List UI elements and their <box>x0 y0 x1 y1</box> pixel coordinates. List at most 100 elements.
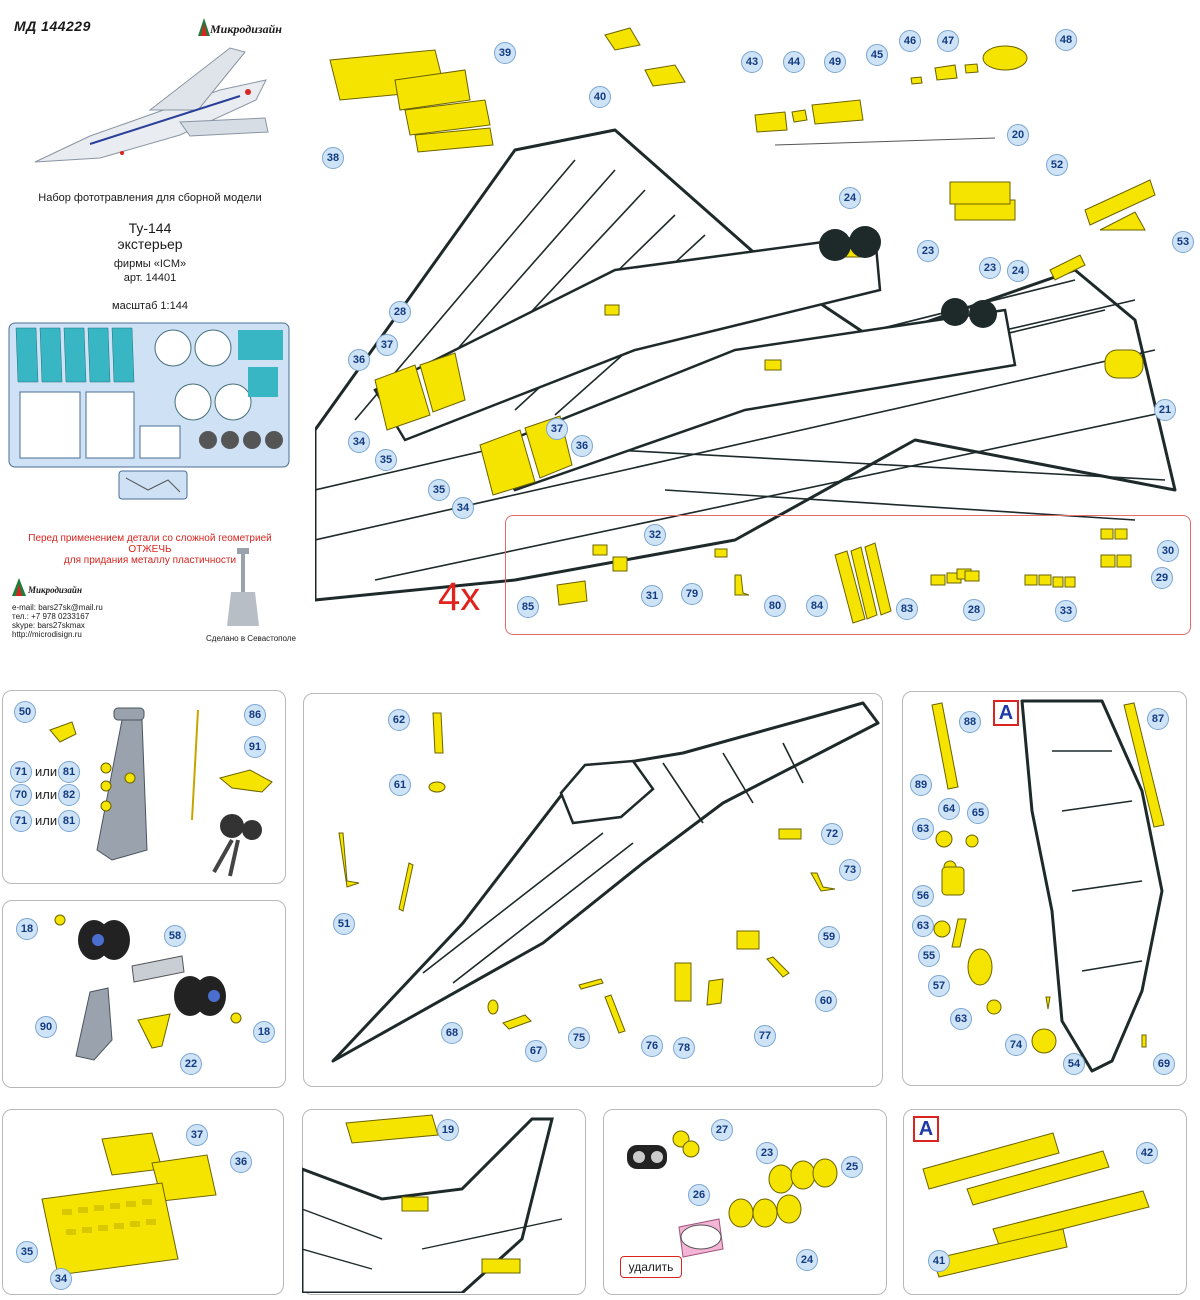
callout-55: 55 <box>918 945 940 967</box>
callout-83: 83 <box>896 598 918 620</box>
callout-24: 24 <box>839 187 861 209</box>
callout-67: 67 <box>525 1040 547 1062</box>
callout-53: 53 <box>1172 231 1194 253</box>
brand-logo-icon <box>198 18 210 36</box>
callout-23: 23 <box>917 240 939 262</box>
callout-24b: 24 <box>1007 260 1029 282</box>
model-name: Ту-144 <box>128 220 172 236</box>
callout-88: 88 <box>959 711 981 733</box>
callout-81b: 81 <box>58 810 80 832</box>
callout-30: 30 <box>1157 540 1179 562</box>
quantity-multiplier: 4x <box>438 575 481 619</box>
callout-59: 59 <box>818 926 840 948</box>
callout-36b: 36 <box>571 435 593 457</box>
kit-subtitle: Набор фототравления для сборной модели <box>38 192 262 204</box>
callout-33: 33 <box>1055 600 1077 622</box>
callout-40: 40 <box>589 86 611 108</box>
hatches-drawing <box>41 1132 217 1276</box>
callout-26: 26 <box>688 1184 710 1206</box>
callout-73: 73 <box>839 859 861 881</box>
panel-a-badge: A <box>913 1116 939 1142</box>
callout-35c: 35 <box>16 1241 38 1263</box>
small-fret-illustration <box>118 470 188 500</box>
contact-site: http://microdisign.ru <box>12 630 82 639</box>
kit-maker: фирмы «ICM» <box>113 258 187 270</box>
footer-brand: Микродизайн <box>28 585 82 595</box>
warning-line-2: ОТЖЕЧЬ <box>128 544 172 555</box>
callout-51: 51 <box>333 913 355 935</box>
callout-77: 77 <box>754 1025 776 1047</box>
callout-18: 18 <box>16 918 38 940</box>
panel-wheels <box>2 900 286 1088</box>
side-drawing <box>931 699 1165 1073</box>
callout-34b: 34 <box>452 497 474 519</box>
callout-58: 58 <box>164 925 186 947</box>
callout-41: 41 <box>928 1250 950 1272</box>
callout-84: 84 <box>806 595 828 617</box>
warning-line-1: Перед применением детали со сложной геом… <box>28 533 272 544</box>
callout-71b: 71 <box>10 810 32 832</box>
callout-74: 74 <box>1005 1034 1027 1056</box>
callout-44: 44 <box>783 51 805 73</box>
callout-28b: 28 <box>963 599 985 621</box>
small-parts-4x-drawing <box>556 528 1132 624</box>
reference-a-badge: A <box>993 700 1019 726</box>
callout-24c: 24 <box>796 1249 818 1271</box>
callout-60: 60 <box>815 990 837 1012</box>
or-label-3: или <box>35 813 58 828</box>
quantity-box <box>505 515 1191 635</box>
callout-36c: 36 <box>230 1151 252 1173</box>
callout-23c: 23 <box>756 1142 778 1164</box>
callout-57: 57 <box>928 975 950 997</box>
callout-37b: 37 <box>546 418 568 440</box>
callout-37: 37 <box>376 334 398 356</box>
panel-a-drawing <box>922 1132 1150 1278</box>
callout-35b: 35 <box>428 479 450 501</box>
callout-20: 20 <box>1007 124 1029 146</box>
aircraft-illustration <box>34 47 269 163</box>
callout-39: 39 <box>494 42 516 64</box>
callout-91: 91 <box>244 736 266 758</box>
wheels-drawing <box>54 914 242 1061</box>
callout-89: 89 <box>910 774 932 796</box>
callout-64: 64 <box>938 798 960 820</box>
callout-27: 27 <box>711 1119 733 1141</box>
callout-36: 36 <box>348 349 370 371</box>
callout-82: 82 <box>58 784 80 806</box>
callout-86: 86 <box>244 704 266 726</box>
callout-42: 42 <box>1136 1142 1158 1164</box>
callout-46: 46 <box>899 30 921 52</box>
callout-43: 43 <box>741 51 763 73</box>
callout-75: 75 <box>568 1027 590 1049</box>
callout-63c: 63 <box>950 1008 972 1030</box>
callout-80: 80 <box>764 595 786 617</box>
callout-87: 87 <box>1147 708 1169 730</box>
callout-65: 65 <box>967 802 989 824</box>
callout-45: 45 <box>866 44 888 66</box>
callout-32: 32 <box>644 524 666 546</box>
product-code: МД 144229 <box>14 18 91 34</box>
callout-50: 50 <box>14 701 36 723</box>
callout-35: 35 <box>375 449 397 471</box>
delete-label: удалить <box>620 1256 682 1278</box>
photoetch-fret-illustration <box>8 322 290 468</box>
model-variant: экстерьер <box>117 236 183 252</box>
callout-54: 54 <box>1063 1053 1085 1075</box>
callout-48: 48 <box>1055 29 1077 51</box>
nose-drawing <box>331 701 880 1063</box>
callout-72: 72 <box>821 823 843 845</box>
callout-23b: 23 <box>979 257 1001 279</box>
callout-71: 71 <box>10 761 32 783</box>
callout-25: 25 <box>841 1156 863 1178</box>
tail-drawing <box>302 1114 563 1293</box>
kit-article: арт. 14401 <box>123 272 177 284</box>
callout-18b: 18 <box>253 1021 275 1043</box>
contact-email: e-mail: bars27sk@mail.ru <box>12 603 103 612</box>
callout-49: 49 <box>824 51 846 73</box>
callout-69: 69 <box>1153 1053 1175 1075</box>
callout-29: 29 <box>1151 567 1173 589</box>
callout-90: 90 <box>35 1016 57 1038</box>
callout-21: 21 <box>1154 399 1176 421</box>
nozzles-drawing <box>627 1130 838 1258</box>
callout-34: 34 <box>348 431 370 453</box>
